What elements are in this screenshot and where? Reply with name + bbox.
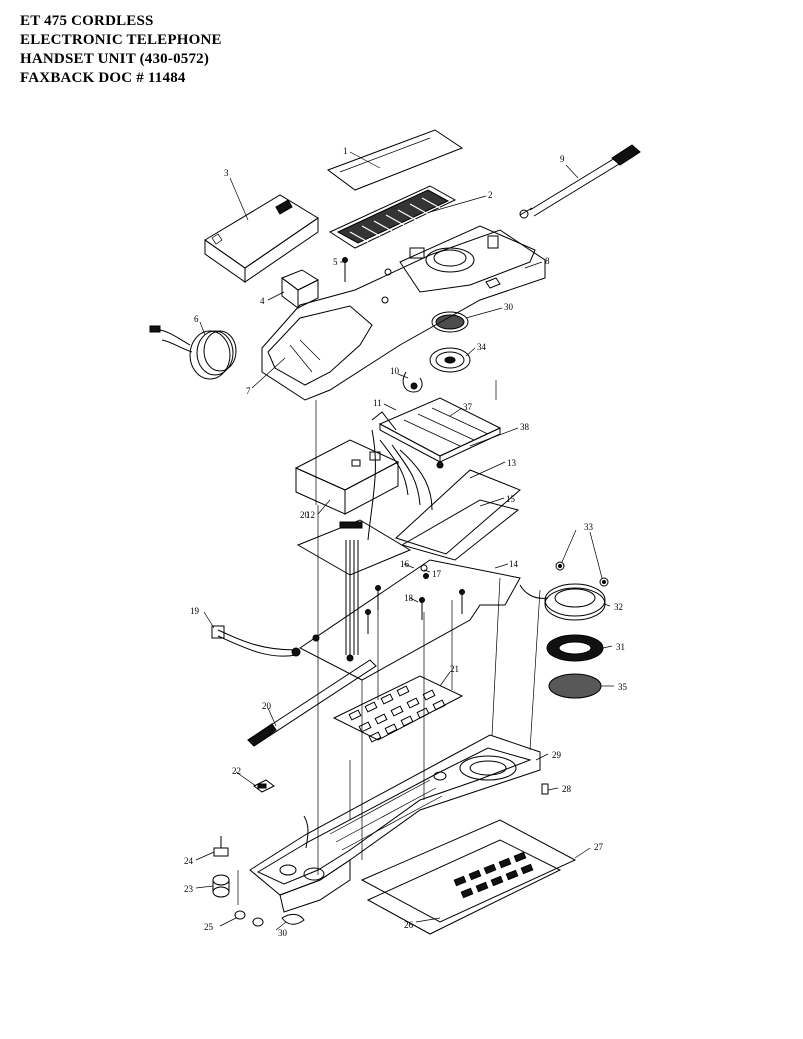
callout-37: 37 — [463, 402, 473, 412]
part-speaker — [429, 347, 471, 373]
callout-11: 11 — [373, 398, 382, 408]
part-main-pcb — [299, 540, 521, 681]
title-line-1: ET 475 CORDLESS — [20, 13, 154, 29]
callout-31: 31 — [616, 642, 625, 652]
callout-13: 13 — [507, 458, 517, 468]
callout-20-lower: 20 — [262, 701, 272, 711]
callout-6: 6 — [194, 314, 199, 324]
part-bottom-label-26 — [366, 839, 562, 935]
part-battery-coil — [149, 325, 237, 380]
callout-35: 35 — [618, 682, 628, 692]
callout-18: 18 — [404, 593, 414, 603]
callout-23: 23 — [184, 884, 194, 894]
part-upper-housing — [261, 225, 546, 401]
callout-7: 7 — [246, 386, 251, 396]
callout-32: 32 — [614, 602, 623, 612]
callout-2: 2 — [488, 190, 493, 200]
callout-29: 29 — [552, 750, 562, 760]
part-antenna-strip — [247, 659, 377, 747]
callout-34: 34 — [477, 342, 487, 352]
callout-19: 19 — [190, 606, 200, 616]
part-lower-housing — [249, 734, 549, 913]
callout-15: 15 — [506, 494, 516, 504]
callout-30: 30 — [504, 302, 514, 312]
callout-9: 9 — [560, 154, 565, 164]
part-spring-contact — [212, 836, 230, 898]
callout-26: 26 — [404, 920, 414, 930]
callout-38: 38 — [520, 422, 530, 432]
title-block: ET 475 CORDLESS ELECTRONIC TELEPHONE HAN… — [20, 12, 222, 88]
callout-4: 4 — [260, 296, 265, 306]
callout-16: 16 — [400, 559, 410, 569]
callout-12: 12 — [306, 510, 315, 520]
callout-17: 17 — [432, 569, 442, 579]
part-rf-module — [294, 439, 400, 515]
part-display-grille — [328, 185, 457, 249]
callout-27: 27 — [594, 842, 604, 852]
callout-14: 14 — [509, 559, 519, 569]
part-label-plate — [326, 129, 464, 191]
callout-30-lower: 30 — [278, 928, 288, 938]
part-battery-cover — [204, 194, 319, 283]
callout-25: 25 — [204, 922, 214, 932]
callout-10: 10 — [390, 366, 400, 376]
part-insulator-13 — [395, 469, 521, 555]
callout-28: 28 — [562, 784, 572, 794]
callout-20: 20 — [300, 510, 310, 520]
part-antenna — [519, 144, 641, 219]
part-gasket — [546, 634, 604, 662]
leader-lines — [195, 151, 614, 931]
title-line-3: HANDSET UNIT (430-0572) — [20, 51, 210, 67]
part-wire-harness — [211, 625, 301, 657]
callout-21: 21 — [450, 664, 459, 674]
part-bottom-label-27 — [360, 819, 577, 923]
part-battery-pack — [280, 269, 320, 309]
part-upper-pcb — [367, 397, 502, 541]
part-screws-33 — [555, 561, 609, 587]
callout-22: 22 — [232, 766, 241, 776]
title-line-2: ELECTRONIC TELEPHONE — [20, 32, 222, 48]
callout-3: 3 — [224, 168, 229, 178]
callout-5: 5 — [333, 257, 338, 267]
callout-33: 33 — [584, 522, 594, 532]
part-connector-pcb — [296, 519, 412, 576]
assembly-guide-lines — [237, 380, 541, 905]
callout-1: 1 — [343, 146, 348, 156]
part-clip — [402, 371, 423, 393]
callout-24: 24 — [184, 856, 194, 866]
part-feet — [234, 910, 305, 927]
part-earpiece-mesh — [431, 311, 469, 333]
part-screw-5 — [342, 257, 348, 282]
title-line-4: FAXBACK DOC # 11484 — [20, 70, 186, 86]
part-screws — [365, 573, 465, 634]
part-mesh-35 — [548, 673, 602, 699]
part-clip-22 — [253, 779, 275, 793]
callout-8: 8 — [545, 256, 550, 266]
part-insulator-15 — [400, 499, 520, 561]
callout-labels: 1 2 3 4 5 6 7 8 9 10 11 12 13 14 15 16 1… — [184, 146, 628, 938]
part-ringer — [519, 583, 606, 621]
part-rubber-keypad — [332, 675, 464, 743]
